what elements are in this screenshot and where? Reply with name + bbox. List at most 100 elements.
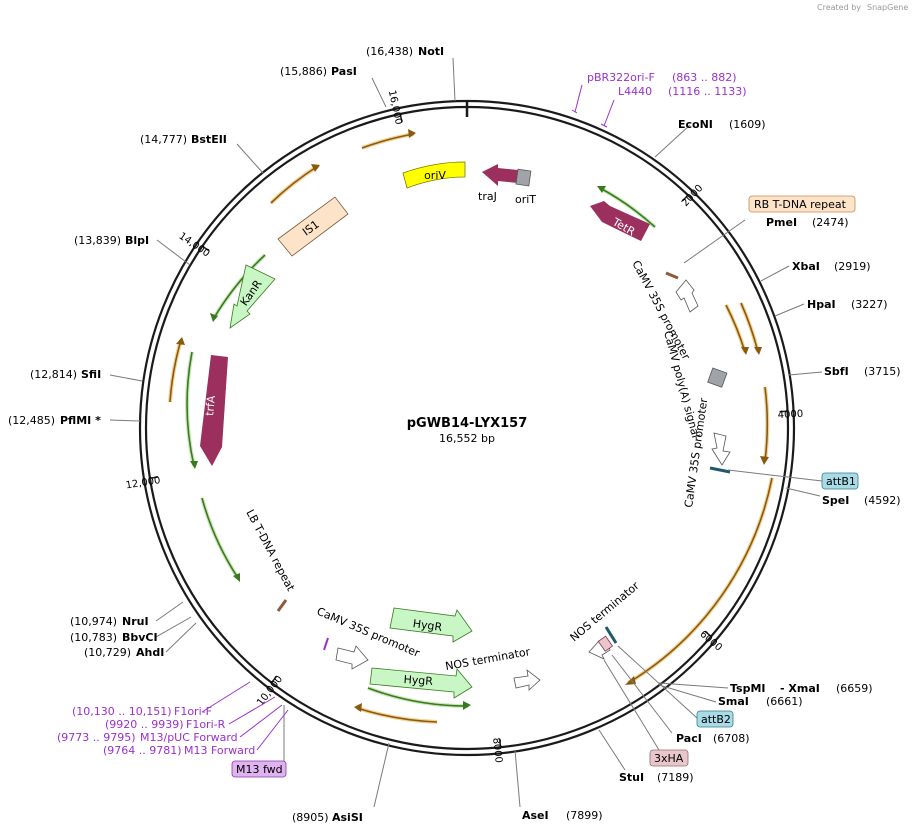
enzyme-xmai-name[interactable]: - XmaI [780,682,820,695]
attb1-box[interactable] [821,472,859,490]
primer-f1ori-r-pos: (9920 .. 9939) [105,718,184,731]
orf-orange-1-head [408,129,416,138]
tick-mark-0 [681,194,689,202]
enzyme-bbvci-name[interactable]: BbvCI [122,631,158,644]
leader-sbfi [788,371,823,376]
leader-blpi [156,239,191,266]
camv-promoter-marker-lower [323,637,329,651]
traj-label: traJ [478,190,497,203]
enzyme-blpi-name[interactable]: BlpI [125,234,149,247]
primer-line-f1ori-f [201,681,251,713]
orf-green-3-head [190,461,198,469]
enzyme-ahdi-name[interactable]: AhdI [136,646,164,659]
tetr-feature [590,201,650,241]
ha-label: 3xHA [654,752,684,765]
enzyme-sfii-name[interactable]: SfiI [81,368,101,381]
m13fwd-box[interactable] [231,760,287,778]
enzyme-nrui-name[interactable]: NruI [122,615,149,628]
ha-box[interactable] [649,749,689,767]
enzyme-pasi-pos: (15,886) [280,65,327,78]
enzyme-smai-pos: (6661) [766,695,803,708]
lb-repeat-marker [276,599,288,612]
orf-orange-8-glow [356,706,438,724]
enzyme-econi-name[interactable]: EcoNI [678,118,713,131]
credit-prefix: Created by [817,3,861,12]
leader-bsteii [236,143,264,174]
m13fwd-label: M13 fwd [236,763,283,776]
orf-orange-5-head [754,347,762,355]
leader-econi [654,124,691,158]
primer-f1ori-r-name[interactable]: F1ori-R [186,718,226,731]
leader-tspmi [658,682,729,689]
orf-green-5 [367,687,469,707]
enzyme-asisi-pos: (8905) [292,811,329,824]
leader-paci [611,654,673,734]
orf-orange-7 [627,477,773,684]
enzyme-econi-pos: (1609) [729,118,766,131]
enzyme-asisi-name[interactable]: AsiSI [332,811,363,824]
orf-green-3 [186,351,195,467]
enzyme-sbfi-name[interactable]: SbfI [824,365,849,378]
primer-m13puc-name[interactable]: M13/pUC Forward [140,731,238,744]
leader-asisi [373,742,390,808]
backbone [138,99,796,757]
leader-attb1 [727,469,823,482]
rb-repeat-box[interactable] [748,195,856,213]
camv-polya-feature [707,367,728,388]
primer-m13puc-pos: (9773 .. 9795) [57,731,136,744]
tick-mark-2 [704,630,712,638]
primer-line-f1ori-r [228,696,276,725]
enzyme-stui-name[interactable]: StuI [619,771,644,784]
tick-label-6: 14,000 [177,231,212,260]
attb2-label: attB2 [701,713,731,726]
leader-lines [109,57,823,808]
enzyme-tspmi-name[interactable]: TspMI [730,682,766,695]
enzyme-xbai-name[interactable]: XbaI [792,260,820,273]
leader-pasi [371,77,387,108]
attb1-label: attB1 [826,475,856,488]
enzyme-hpai-pos: (3227) [851,298,888,311]
orf-orange-4-head [741,347,749,355]
enzyme-noti-name[interactable]: NotI [418,45,444,58]
tick-label-5: 12,000 [125,475,161,491]
enzyme-smai-name[interactable]: SmaI [718,695,749,708]
orit-label: oriT [515,193,536,206]
enzyme-bsteii-name[interactable]: BstEII [191,133,227,146]
primer-lines [201,84,615,751]
enzyme-paci-pos: (6708) [713,732,750,745]
tick-mark-7 [399,113,403,123]
primer-f1ori-f-name[interactable]: F1ori-F [174,705,212,718]
camv-promoter-label-upper: CaMV 35S promoter [629,258,693,362]
primer-f1ori-f-pos: (10,130 .. 10,151) [72,705,172,718]
plasmid-name: pGWB14-LYX157 [407,416,528,431]
attb2-box[interactable] [696,710,734,728]
enzymes-right: EcoNI (1609) PmeI (2474) XbaI (2919) Hpa… [522,118,901,822]
leader-xbai [760,265,790,282]
leader-noti [452,57,456,102]
enzyme-asei-name[interactable]: AseI [522,809,549,822]
enzyme-spei-pos: (4592) [864,494,901,507]
camv-promoter-arrow-upper [675,279,699,313]
enzyme-pasi-name[interactable]: PasI [331,65,357,78]
nos-terminator-label-center: NOS terminator [444,645,531,673]
enzyme-paci-name[interactable]: PacI [676,732,702,745]
primer-l4440-name[interactable]: L4440 [618,85,652,98]
tick-label-1: 4000 [777,409,803,421]
enzyme-hpai-name[interactable]: HpaI [807,298,836,311]
enzyme-pflmi-name[interactable]: PflMI * [60,414,101,427]
leader-spei [785,487,821,497]
enzyme-pmei-name[interactable]: PmeI [766,216,797,229]
snapgene-credit: Created by SnapGene [817,3,908,12]
orf-orange-8 [356,707,438,723]
primer-pbr322ori-f-name[interactable]: pBR322ori-F [587,71,655,84]
primer-tick-pbr322 [571,109,578,114]
leader-nrui [155,601,184,622]
enzyme-spei-name[interactable]: SpeI [822,494,849,507]
trfa-label: trfA [203,395,218,417]
oriv-label: oriV [424,169,446,182]
primer-m13fwd-name[interactable]: M13 Forward [184,744,255,757]
traj-feature [482,164,518,186]
leader-bbvci [155,616,192,638]
leader-sfii [109,374,143,382]
primers: pBR322ori-F (863 .. 882) L4440 (1116 .. … [57,71,747,757]
